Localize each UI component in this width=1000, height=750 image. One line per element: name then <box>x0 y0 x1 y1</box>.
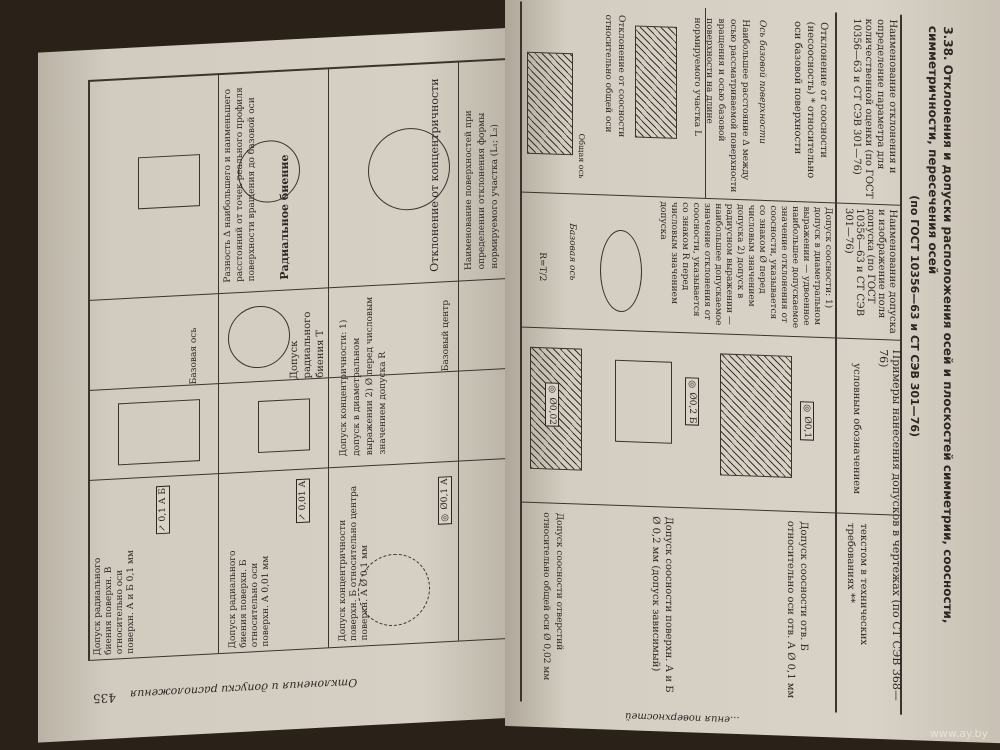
common-axis-label: Общая ось <box>577 133 586 179</box>
left-page: Наименование поверхностей при определени… <box>38 27 518 743</box>
tolerance-zone-drawing <box>600 229 642 313</box>
watermark: www.ay.by <box>929 727 988 740</box>
text-requirement: Допуск радиального биения поверхн. Б отн… <box>228 550 271 649</box>
definition-text: Наибольшее расстояние Δ между осью рассм… <box>692 17 750 193</box>
running-head: Отклонения и допуски расположения <box>130 675 358 701</box>
text-requirement: Допуск концентричности поверхн. Б относи… <box>338 485 370 642</box>
text-requirement: Допуск радиального биения поверхн. В отн… <box>93 549 136 656</box>
header-text: текстом в технических требованиях ** <box>845 522 869 646</box>
tolerance-drawing <box>228 304 290 370</box>
tolerance-frame: ◎ Ø0,1 <box>800 401 814 441</box>
column-header: Наименование поверхностей при определени… <box>464 110 500 271</box>
text-requirement: Допуск соосности отв. Б относительно оси… <box>785 520 809 699</box>
common-axis-drawing <box>527 51 573 156</box>
shaft-drawing <box>615 359 672 444</box>
tolerance-text: Допуск радиального биения T <box>289 311 326 380</box>
coaxial-drawing <box>635 25 677 139</box>
deviation-label: Отклонение от соосности (несоосность) * … <box>792 20 829 179</box>
table-border <box>520 1 522 702</box>
page-number: 435 <box>93 690 116 706</box>
tolerance-frame: ↗ 0,01 А <box>296 478 310 524</box>
header-examples: Примеры нанесения допусков в чертежах (п… <box>877 348 903 702</box>
table-divider <box>218 73 219 654</box>
table-divider <box>458 60 459 641</box>
table-subtitle: (по ГОСТ 10356—63 и СТ СЭВ 301—76) <box>908 194 921 438</box>
radius-label: R=T/2 <box>537 252 547 282</box>
table-divider <box>520 501 900 516</box>
common-axis-text: Отклонение от соосности относительно общ… <box>603 14 626 138</box>
base-axis-label: Базовая ось <box>189 327 199 385</box>
tolerance-frame: ◎ Ø0,2 Б <box>685 377 699 426</box>
header-deviation: Наименование отклонения и определение па… <box>851 18 898 199</box>
right-page: 3.38. Отклонения и допуски расположения … <box>505 0 1000 745</box>
text-requirement: Допуск соосности поверхн. А и Б Ø 0,2 мм… <box>650 515 674 693</box>
shaft-drawing <box>118 399 200 466</box>
table-divider <box>328 67 329 648</box>
table-divider <box>835 12 837 713</box>
tolerance-frame: ◎ Ø0,1 А <box>438 475 452 525</box>
tolerance-frame: ◎ Ø0,02 <box>545 382 559 428</box>
bracket-drawing <box>720 353 792 478</box>
base-axis-label: Ось базовой поверхности <box>757 19 767 145</box>
table-title: 3.38. Отклонения и допуски расположения … <box>926 25 955 624</box>
section-drawing <box>138 154 200 210</box>
tolerance-text: Допуск соосности: 1) допуск в диаметраль… <box>658 201 833 329</box>
base-axis-label: Базовая ось <box>567 223 577 281</box>
tolerance-frame: ↗ 0,1 А Б <box>156 485 170 535</box>
table-border <box>88 79 90 660</box>
header-symbol: условным обозначением <box>851 363 862 495</box>
table-border <box>88 57 508 82</box>
text-requirement: Допуск соосности отверстий относительно … <box>541 512 564 681</box>
running-head: ...ения поверхностей <box>625 710 740 726</box>
base-center-label: Базовый центр <box>441 299 451 372</box>
tolerance-text: Допуск концентричности: 1) допуск в диам… <box>339 296 388 457</box>
header-tolerance: Наименование допуска и изображение поля … <box>843 207 898 334</box>
shaft-drawing <box>258 398 310 454</box>
